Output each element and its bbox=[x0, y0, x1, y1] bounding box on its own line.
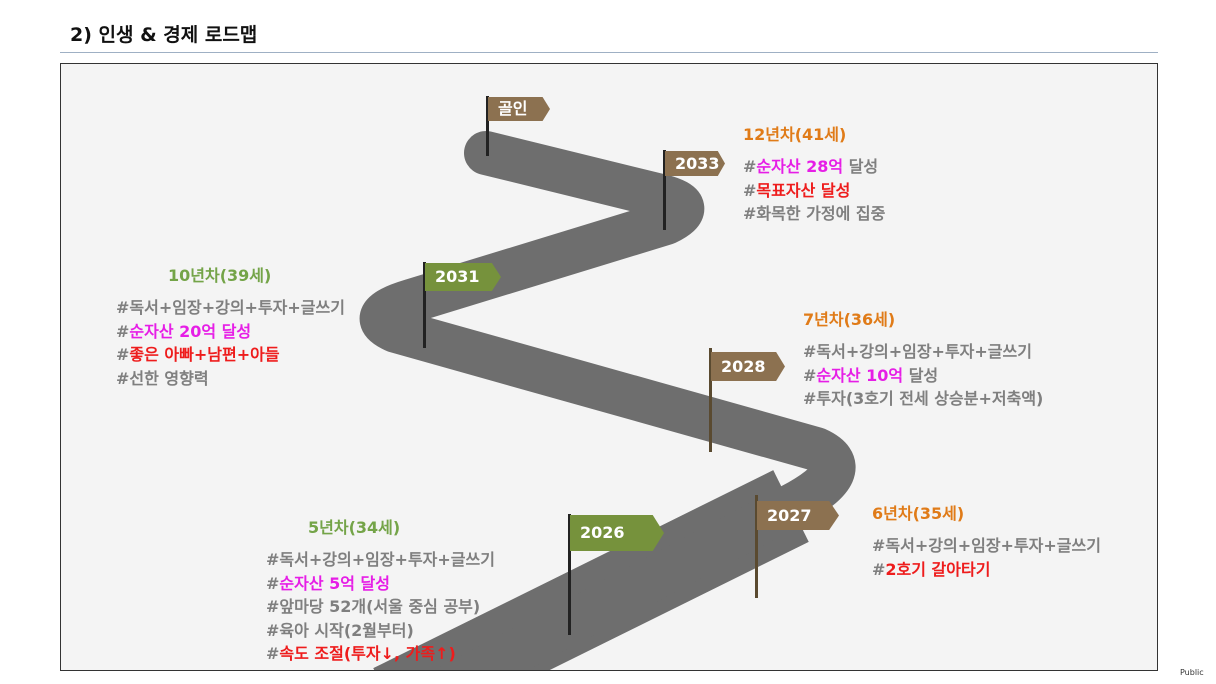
flag-label: 골인 bbox=[488, 97, 550, 121]
goal-text-segment: 순자산 10억 bbox=[816, 365, 904, 385]
roadmap-canvas: 골인 2033 2031 2028 2027 2026 12년차(41세)#순자… bbox=[60, 63, 1158, 671]
goal-text-segment: 좋은 아빠+남편+아들 bbox=[129, 345, 280, 364]
milestone-goal: #독서+강의+임장+투자+글쓰기 bbox=[803, 338, 1043, 362]
milestone-goal: #독서+강의+임장+투자+글쓰기 bbox=[266, 546, 495, 570]
flag-pole bbox=[486, 96, 489, 156]
goal-text-segment: #화목한 가정에 집중 bbox=[743, 204, 886, 223]
goal-text-segment: #독서+임장+강의+투자+글쓰기 bbox=[116, 298, 345, 317]
milestone-y10: 10년차(39세)#독서+임장+강의+투자+글쓰기#순자산 20억 달성#좋은 … bbox=[116, 262, 345, 388]
milestone-goal: #2호기 갈아타기 bbox=[872, 556, 1101, 580]
milestone-heading: 12년차(41세) bbox=[743, 125, 847, 144]
goal-text-segment: 순자산 5억 달성 bbox=[279, 573, 390, 593]
goal-text-segment: # bbox=[116, 345, 130, 364]
milestone-goal: #독서+임장+강의+투자+글쓰기 bbox=[116, 294, 345, 318]
milestone-heading: 10년차(39세) bbox=[168, 266, 272, 285]
goal-text-segment: 순자산 28억 bbox=[756, 157, 844, 176]
milestone-goal: #순자산 28억 달성 bbox=[743, 153, 885, 177]
goal-text-segment: 달성 bbox=[843, 157, 879, 176]
goal-text-segment: # bbox=[743, 180, 757, 200]
milestone-goal: #앞마당 52개(서울 중심 공부) bbox=[266, 593, 495, 617]
milestone-goal: #육아 시작(2월부터) bbox=[266, 617, 495, 641]
milestone-goal: #순자산 10억 달성 bbox=[803, 362, 1043, 386]
goal-text-segment: 2호기 갈아타기 bbox=[885, 559, 991, 579]
flag-label: 2027 bbox=[757, 501, 839, 530]
flag-pole bbox=[423, 262, 426, 348]
goal-text-segment: # bbox=[743, 157, 757, 176]
classification-label: Public bbox=[1180, 668, 1204, 677]
goal-text-segment: #투자(3호기 전세 상승분+저축액) bbox=[803, 389, 1044, 408]
milestone-goal: #순자산 5억 달성 bbox=[266, 570, 495, 594]
milestone-y7: 7년차(36세)#독서+강의+임장+투자+글쓰기#순자산 10억 달성#투자(3… bbox=[803, 306, 1043, 409]
road bbox=[359, 131, 856, 670]
milestone-goal: #좋은 아빠+남편+아들 bbox=[116, 341, 345, 365]
milestone-goal: #순자산 20억 달성 bbox=[116, 318, 345, 342]
flag-label: 2026 bbox=[570, 515, 664, 551]
flag-pole bbox=[568, 514, 571, 635]
goal-text-segment: # bbox=[803, 365, 817, 385]
milestone-heading: 6년차(35세) bbox=[872, 504, 965, 523]
milestone-goal: #독서+강의+임장+투자+글쓰기 bbox=[872, 532, 1101, 556]
milestone-goal: #목표자산 달성 bbox=[743, 177, 885, 201]
flag-label: 2033 bbox=[665, 151, 725, 176]
milestone-y5: 5년차(34세)#독서+강의+임장+투자+글쓰기#순자산 5억 달성#앞마당 5… bbox=[266, 514, 495, 664]
flag-pole bbox=[709, 348, 712, 452]
flag-pole bbox=[755, 495, 758, 598]
goal-text-segment: #선한 영향력 bbox=[116, 368, 209, 388]
milestone-goal: #선한 영향력 bbox=[116, 365, 345, 389]
goal-text-segment: 순자산 20억 달성 bbox=[129, 321, 252, 341]
goal-text-segment: 목표자산 달성 bbox=[756, 180, 851, 200]
flag-pole bbox=[663, 150, 666, 230]
goal-text-segment: 달성 bbox=[903, 365, 939, 385]
goal-text-segment: #독서+강의+임장+투자+글쓰기 bbox=[266, 550, 495, 569]
milestone-goal: #화목한 가정에 집중 bbox=[743, 200, 885, 224]
flag-label: 2031 bbox=[425, 263, 501, 291]
milestone-y12: 12년차(41세)#순자산 28억 달성#목표자산 달성#화목한 가정에 집중 bbox=[743, 121, 885, 224]
goal-text-segment: #육아 시작(2월부터) bbox=[266, 620, 414, 640]
goal-text-segment: # bbox=[116, 321, 130, 341]
goal-text-segment: 속도 조절(투자↓, 가족↑) bbox=[279, 644, 456, 663]
milestone-goal: #투자(3호기 전세 상승분+저축액) bbox=[803, 385, 1043, 409]
milestone-y6: 6년차(35세)#독서+강의+임장+투자+글쓰기#2호기 갈아타기 bbox=[872, 500, 1101, 579]
goal-text-segment: # bbox=[266, 644, 280, 663]
goal-text-segment: #독서+강의+임장+투자+글쓰기 bbox=[803, 342, 1032, 361]
milestone-heading: 5년차(34세) bbox=[308, 518, 401, 537]
flag-label: 2028 bbox=[711, 352, 785, 381]
milestone-heading: 7년차(36세) bbox=[803, 310, 896, 329]
goal-text-segment: #앞마당 52개(서울 중심 공부) bbox=[266, 597, 481, 616]
milestone-goal: #속도 조절(투자↓, 가족↑) bbox=[266, 640, 495, 664]
road-illustration bbox=[359, 131, 856, 670]
goal-text-segment: # bbox=[872, 559, 886, 579]
goal-text-segment: #독서+강의+임장+투자+글쓰기 bbox=[872, 536, 1101, 555]
goal-text-segment: # bbox=[266, 573, 280, 593]
title-divider bbox=[60, 52, 1158, 53]
page-title: 2) 인생 & 경제 로드맵 bbox=[70, 24, 258, 46]
